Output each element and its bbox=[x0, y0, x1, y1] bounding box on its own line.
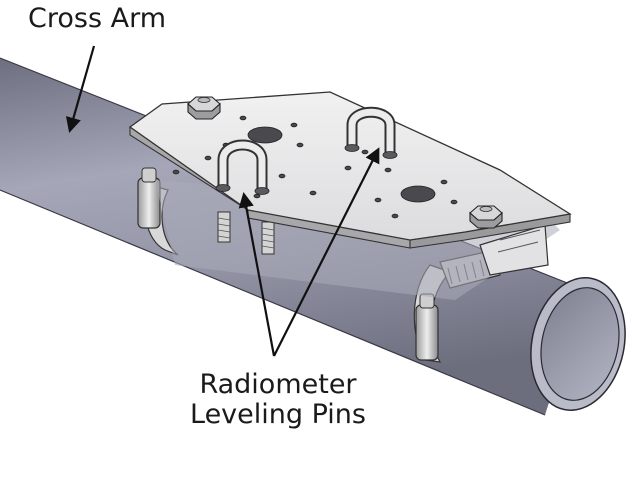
cross-arm-label: Cross Arm bbox=[28, 3, 166, 34]
radiometer-leveling-pins bbox=[215, 106, 398, 195]
hex-nuts bbox=[187, 96, 503, 229]
left-hose-clamp bbox=[137, 167, 179, 256]
plate-large-hole bbox=[400, 185, 436, 203]
cross-arm-arrow bbox=[65, 45, 96, 133]
threaded-studs bbox=[217, 211, 275, 255]
plate-large-hole bbox=[247, 126, 283, 144]
radiometer-leveling-pins-label: Radiometer Leveling Pins bbox=[183, 369, 373, 431]
pin-arrow-right bbox=[273, 147, 380, 357]
radiometer-label-line1: Radiometer bbox=[199, 369, 357, 400]
tube-end-opening bbox=[540, 287, 620, 401]
leveling-pin-left bbox=[215, 139, 270, 195]
pin-arrow-left bbox=[238, 191, 276, 357]
callout-arrows bbox=[65, 45, 380, 357]
leveling-pin-right bbox=[344, 106, 398, 159]
radiometer-label-line2: Leveling Pins bbox=[190, 399, 366, 431]
